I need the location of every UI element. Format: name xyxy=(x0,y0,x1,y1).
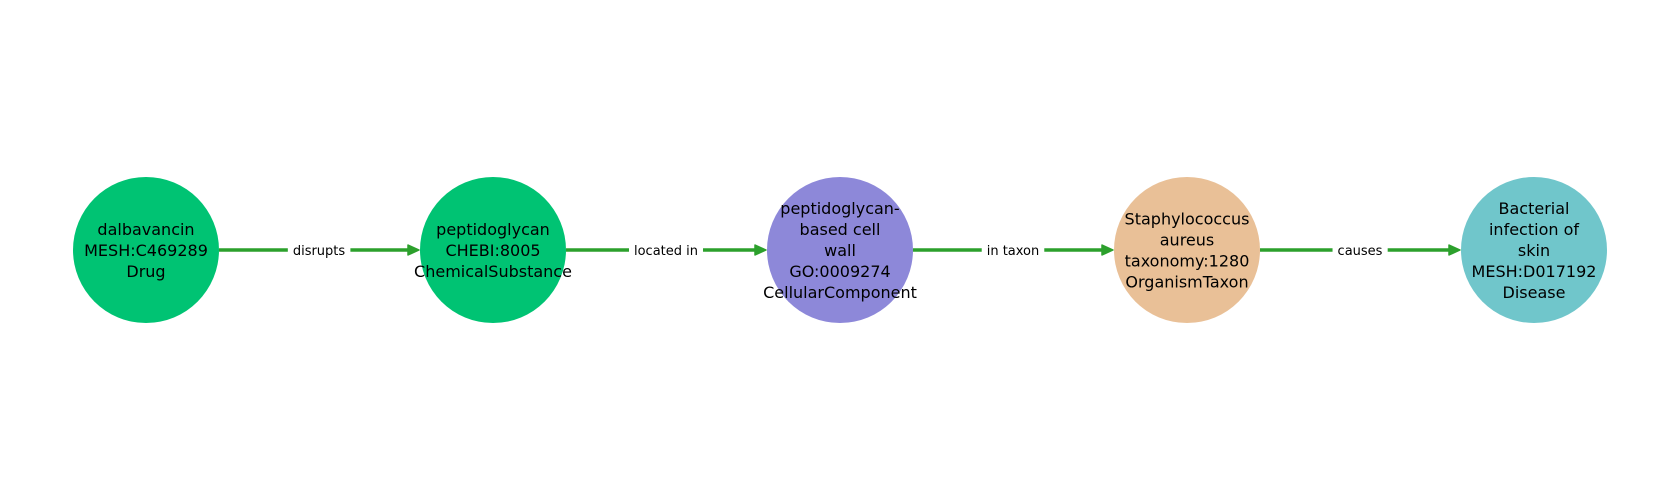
node-label-line: infection of xyxy=(1489,220,1579,239)
arrowhead-icon xyxy=(407,244,420,256)
node-circle[interactable] xyxy=(73,177,219,323)
arrowhead-icon xyxy=(1448,244,1461,256)
edge-label-background xyxy=(628,242,704,258)
node-label-line: CellularComponent xyxy=(763,283,917,302)
node-label-line: MESH:C469289 xyxy=(84,241,208,260)
node-circle[interactable] xyxy=(1114,177,1260,323)
node-label-line: wall xyxy=(824,241,856,260)
node-label-line: Bacterial xyxy=(1499,199,1570,218)
node-label-line: peptidoglycan xyxy=(436,220,550,239)
node-label-line: Drug xyxy=(126,262,165,281)
node-4[interactable]: Bacterial infection of skinMESH:D017192Dis… xyxy=(1461,177,1607,323)
edge-label-background xyxy=(1332,242,1388,258)
node-3[interactable]: Staphylococcus aureus taxonomy:1280Organis… xyxy=(1114,177,1260,323)
edge-label: causes xyxy=(1338,244,1383,259)
node-label-line: taxonomy:1280 xyxy=(1125,252,1250,271)
node-label-line: MESH:D017192 xyxy=(1472,262,1597,281)
node-circle[interactable] xyxy=(1461,177,1607,323)
node-circle[interactable] xyxy=(767,177,913,323)
node-label-line: GO:0009274 xyxy=(789,262,890,281)
edge-label-background xyxy=(981,242,1045,258)
node-label-line: CHEBI:8005 xyxy=(445,241,540,260)
node-label-line: peptidoglycan- xyxy=(780,199,899,218)
edge-3: causes xyxy=(1260,242,1461,259)
node-label-line: OrganismTaxon xyxy=(1125,273,1248,292)
edge-0: disrupts xyxy=(219,242,420,259)
node-label-line: based cell xyxy=(800,220,881,239)
arrowhead-icon xyxy=(754,244,767,256)
node-label-line: dalbavancin xyxy=(97,220,194,239)
node-circle[interactable] xyxy=(420,177,566,323)
node-label-line: Staphylococcus xyxy=(1125,210,1250,229)
node-2[interactable]: peptidoglycan-based cell wallGO:0009274Ce… xyxy=(763,177,917,323)
edge-2: in taxon xyxy=(913,242,1114,259)
node-label-line: aureus xyxy=(1160,231,1215,250)
arrowhead-icon xyxy=(1101,244,1114,256)
node-label-line: ChemicalSubstance xyxy=(414,262,572,281)
edge-label: in taxon xyxy=(987,244,1040,259)
node-label-line: skin xyxy=(1518,241,1550,260)
edge-label: disrupts xyxy=(293,244,346,259)
edge-label: located in xyxy=(634,244,698,259)
edge-1: located in xyxy=(566,242,767,259)
node-label-line: Disease xyxy=(1503,283,1566,302)
edge-label-background xyxy=(287,242,351,258)
